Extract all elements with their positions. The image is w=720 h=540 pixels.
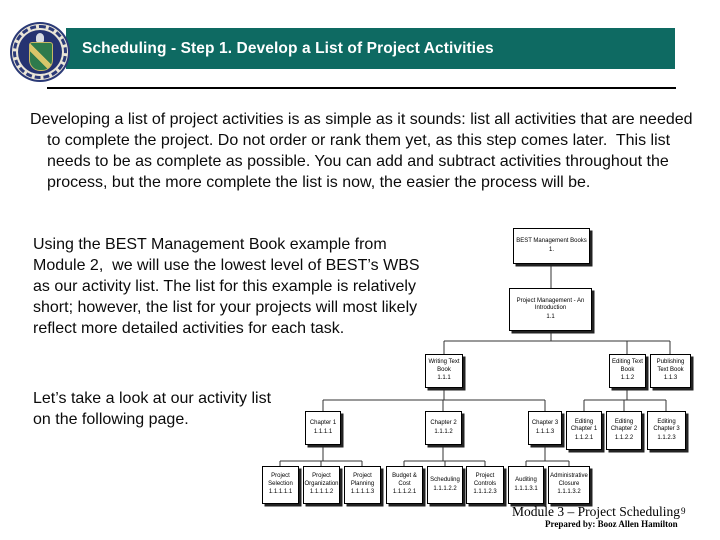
- paragraph-lets-look: Let’s take a look at our activity list o…: [33, 390, 276, 428]
- wbs-box-project-selection: Project Selection 1.1.1.1.1: [262, 466, 299, 504]
- wbs-box-title: Editing Text Book: [612, 359, 643, 373]
- footer-course-title: Module 3 – Project Scheduling: [512, 504, 680, 519]
- wbs-box-code: 1.1.3: [663, 375, 678, 382]
- wbs-box-title: Publishing Text Book: [656, 359, 685, 373]
- wbs-box-auditing: Auditing 1.1.1.3.1: [508, 466, 544, 504]
- wbs-box-code: 1.1.1.1: [313, 428, 333, 435]
- paragraph-intro: Developing a list of project activities …: [30, 111, 697, 191]
- wbs-box-title: BEST Management Books: [516, 238, 587, 244]
- wbs-box-code: 1.1.2.3: [657, 434, 676, 441]
- wbs-box-chapter-2: Chapter 2 1.1.1.2: [425, 411, 462, 445]
- wbs-box-code: 1.: [548, 246, 554, 253]
- header-divider: [47, 87, 676, 89]
- wbs-box-title: Project Controls: [473, 473, 497, 487]
- wbs-box-code: 1.1.1.1.1: [268, 489, 293, 496]
- wbs-box-writing-text-book: Writing Text Book 1.1.1: [425, 354, 463, 388]
- wbs-box-title: Chapter 2: [430, 420, 457, 426]
- wbs-box-chapter-3: Chapter 3 1.1.1.3: [528, 411, 562, 445]
- wbs-box-code: 1.1.1.2.2: [433, 485, 457, 492]
- wbs-box-code: 1.1.2.2: [614, 434, 634, 441]
- wbs-box-editing-chapter-1: Editing Chapter 1 1.1.2.1: [566, 411, 602, 450]
- wbs-box-title: Scheduling: [430, 477, 460, 483]
- wbs-box-code: 1.1.1.2.3: [473, 489, 497, 496]
- wbs-box-code: 1.1.1.3.1: [514, 485, 538, 492]
- doe-seal-eagle-icon: [36, 33, 44, 42]
- wbs-box-title: Editing Chapter 2: [610, 418, 638, 433]
- wbs-box-code: 1.1.1.1.2: [309, 489, 334, 496]
- wbs-box-budget-cost: Budget & Cost 1.1.1.2.1: [386, 466, 423, 504]
- wbs-box-title: Project Planning: [350, 473, 375, 487]
- wbs-box-best-management-books: BEST Management Books 1.: [513, 228, 590, 264]
- wbs-box-publishing-text-book: Publishing Text Book 1.1.3: [650, 354, 691, 388]
- wbs-box-title: Auditing: [515, 477, 537, 483]
- wbs-box-title: Administrative Closure: [550, 473, 588, 487]
- wbs-box-code: 1.1.1.1.3: [350, 489, 375, 496]
- wbs-box-project-organization: Project Organization 1.1.1.1.2: [303, 466, 340, 504]
- doe-seal-icon: [10, 22, 70, 82]
- wbs-box-code: 1.1.1.3.2: [557, 489, 581, 496]
- wbs-box-code: 1.1.1: [437, 375, 451, 382]
- wbs-box-code: 1.1.1.2: [434, 428, 453, 435]
- paragraph-best-example: Using the BEST Management Book example f…: [33, 236, 424, 337]
- wbs-box-editing-chapter-2: Editing Chapter 2 1.1.2.2: [606, 411, 642, 450]
- wbs-box-code: 1.1: [546, 313, 555, 320]
- wbs-box-title: Writing Text Book: [428, 359, 460, 373]
- wbs-box-title: Project Organization: [304, 473, 339, 487]
- wbs-box-title: Chapter 1: [309, 420, 337, 426]
- wbs-box-title: Editing Chapter 1: [570, 418, 598, 433]
- wbs-box-code: 1.1.2: [620, 375, 635, 382]
- wbs-box-project-controls: Project Controls 1.1.1.2.3: [466, 466, 504, 504]
- wbs-box-administrative-closure: Administrative Closure 1.1.1.3.2: [548, 466, 590, 504]
- wbs-box-code: 1.1.2.1: [574, 434, 594, 441]
- wbs-box-title: Project Management - An Introduction: [516, 297, 585, 312]
- wbs-box-editing-chapter-3: Editing Chapter 3 1.1.2.3: [647, 411, 686, 450]
- wbs-box-scheduling: Scheduling 1.1.1.2.2: [427, 466, 463, 504]
- slide-title: Scheduling - Step 1. Develop a List of P…: [82, 39, 494, 57]
- footer-prepared-by: Prepared by: Booz Allen Hamilton: [545, 519, 678, 529]
- wbs-box-chapter-1: Chapter 1 1.1.1.1: [305, 411, 341, 445]
- wbs-box-project-management-intro: Project Management - An Introduction 1.1: [509, 288, 592, 331]
- footer-page-number: 9: [681, 506, 686, 516]
- doe-seal-ring-lettering: [13, 25, 67, 79]
- slide-title-bar: Scheduling - Step 1. Develop a List of P…: [66, 28, 675, 69]
- wbs-box-title: Editing Chapter 3: [653, 418, 680, 433]
- doe-seal-shield: [29, 42, 53, 71]
- wbs-box-title: Budget & Cost: [392, 473, 417, 487]
- wbs-box-code: 1.1.1.3: [535, 428, 555, 435]
- wbs-box-title: Chapter 3: [531, 420, 559, 426]
- wbs-box-project-planning: Project Planning 1.1.1.1.3: [344, 466, 381, 504]
- wbs-box-title: Project Selection: [268, 473, 293, 487]
- wbs-box-code: 1.1.1.2.1: [392, 489, 417, 496]
- wbs-box-editing-text-book: Editing Text Book 1.1.2: [609, 354, 646, 388]
